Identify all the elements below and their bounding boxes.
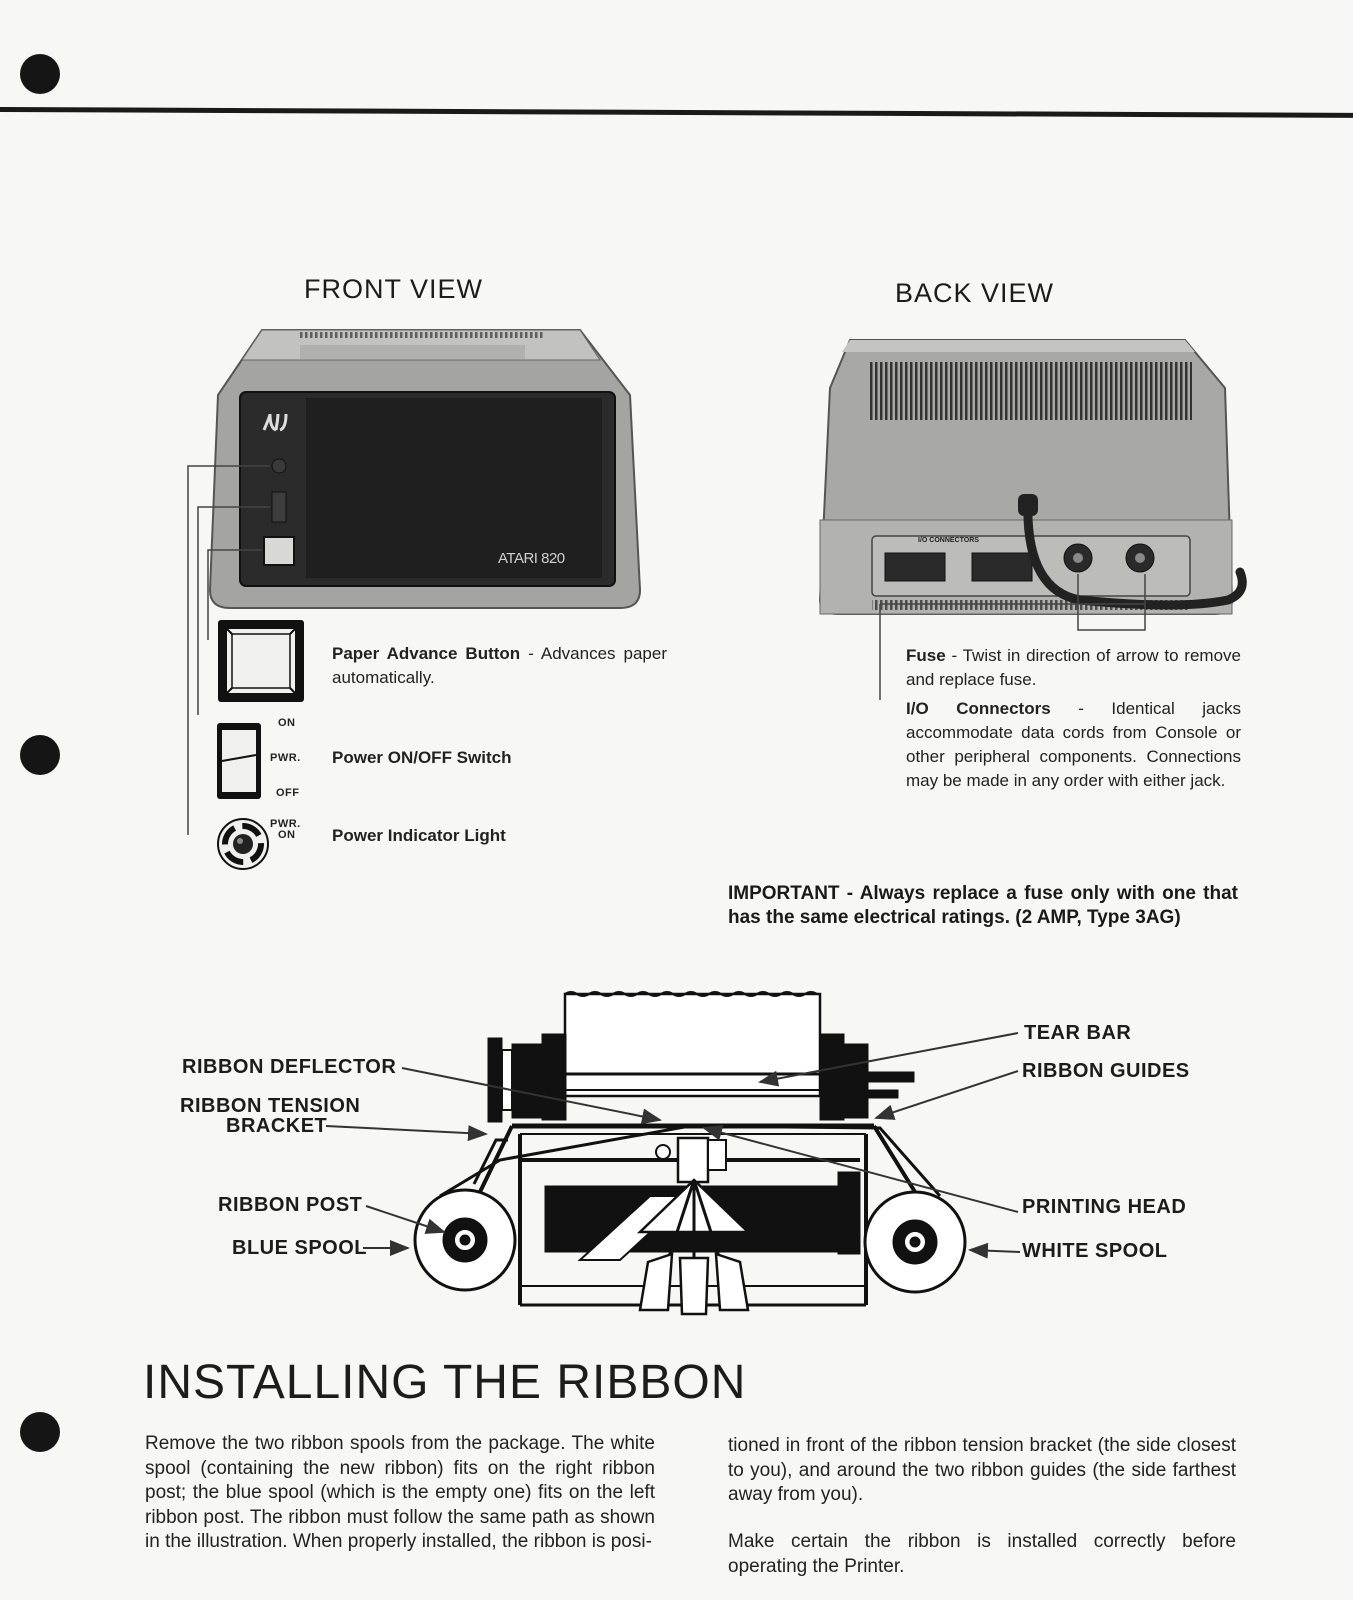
paper-advance-desc: Paper Advance Button - Advances paper au… bbox=[332, 644, 667, 687]
back-printer-illustration: I/O CONNECTORS bbox=[818, 339, 1247, 615]
switch-off-label: OFF bbox=[276, 787, 300, 799]
fuse-name: Fuse bbox=[906, 646, 946, 665]
label-ribbon-post: RIBBON POST bbox=[218, 1194, 363, 1216]
binder-hole-middle bbox=[20, 735, 60, 775]
label-ribbon-tension-2: BRACKET bbox=[226, 1115, 328, 1137]
power-indicator-icon bbox=[217, 818, 269, 870]
power-switch-icon bbox=[217, 723, 261, 799]
back-view-title: BACK VIEW bbox=[895, 278, 1055, 308]
indicator-on-label: ON bbox=[278, 829, 296, 841]
body-column-1: Remove the two ribbon spools from the pa… bbox=[145, 1433, 655, 1552]
important-note: IMPORTANT - Always replace a fuse only w… bbox=[728, 883, 1238, 928]
switch-pwr-label: PWR. bbox=[270, 752, 301, 764]
paper-advance-icon bbox=[218, 620, 304, 702]
fuse-desc: Fuse - Twist in direction of arrow to re… bbox=[906, 646, 1241, 689]
section-heading: INSTALLING THE RIBBON bbox=[143, 1356, 747, 1409]
io-connectors-name: I/O Connectors bbox=[906, 699, 1051, 718]
body-column-2-p1: tioned in front of the ribbon tension br… bbox=[728, 1435, 1236, 1505]
io-connectors-desc: I/O Connectors - Identical jacks accommo… bbox=[906, 699, 1241, 790]
binder-hole-top bbox=[20, 54, 60, 94]
io-connectors-label: I/O CONNECTORS bbox=[918, 537, 979, 544]
power-indicator-desc: Power Indicator Light bbox=[332, 826, 506, 845]
diagram-pointer-lines bbox=[325, 1032, 1021, 1259]
label-ribbon-guides: RIBBON GUIDES bbox=[1022, 1060, 1190, 1082]
label-blue-spool: BLUE SPOOL bbox=[232, 1237, 368, 1259]
paper-advance-text: Advances paper automatically. bbox=[332, 644, 667, 687]
indicator-pwr-label: PWR. bbox=[270, 818, 301, 830]
label-tear-bar: TEAR BAR bbox=[1024, 1022, 1132, 1044]
front-view-title: FRONT VIEW bbox=[304, 274, 484, 304]
label-printing-head: PRINTING HEAD bbox=[1022, 1196, 1187, 1218]
switch-on-label: ON bbox=[278, 717, 296, 729]
ribbon-diagram bbox=[413, 991, 967, 1316]
front-callout-lines bbox=[187, 465, 270, 835]
body-column-2-p2: Make certain the ribbon is installed cor… bbox=[728, 1531, 1236, 1577]
binder-hole-bottom bbox=[20, 1412, 60, 1452]
atari-820-brand: ATARI 820 bbox=[498, 550, 565, 567]
back-callout-lines bbox=[879, 574, 1146, 700]
label-ribbon-tension-1: RIBBON TENSION bbox=[180, 1095, 361, 1117]
label-white-spool: WHITE SPOOL bbox=[1022, 1240, 1168, 1262]
label-ribbon-deflector: RIBBON DEFLECTOR bbox=[182, 1056, 397, 1078]
paper-advance-name: Paper Advance Button bbox=[332, 644, 521, 663]
power-switch-desc: Power ON/OFF Switch bbox=[332, 748, 512, 767]
front-printer-illustration: ATARI 820 bbox=[208, 329, 642, 609]
